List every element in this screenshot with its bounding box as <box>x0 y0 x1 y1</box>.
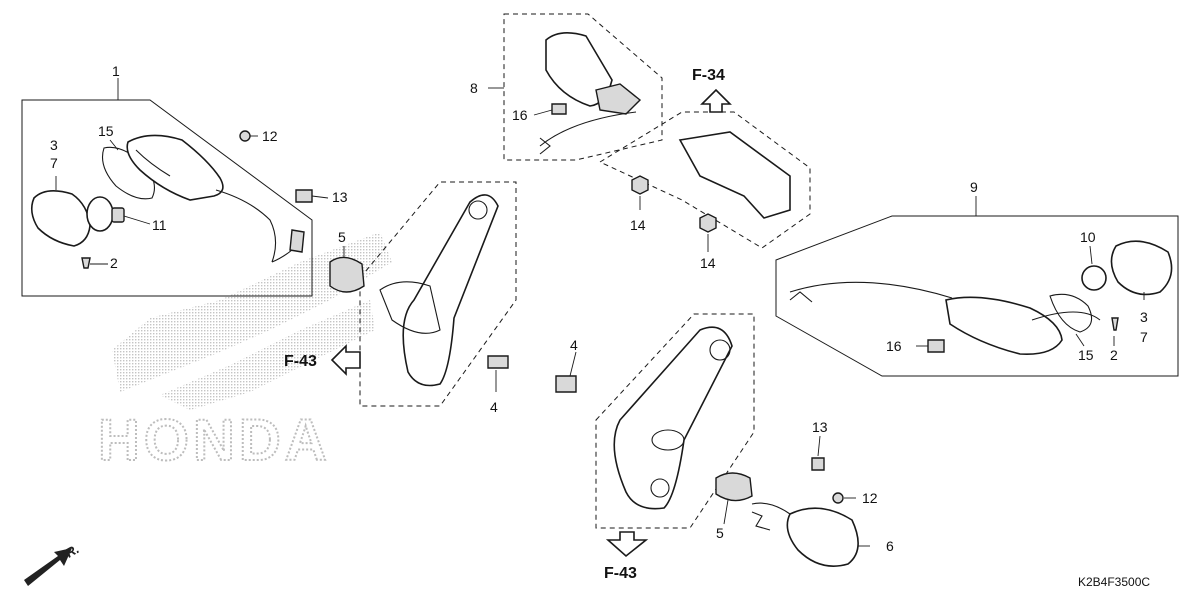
assembly-1-outline <box>21 99 313 297</box>
callout-12: 12 <box>262 128 278 144</box>
winker-lower-group <box>715 457 859 567</box>
bulb-base-part <box>111 207 125 223</box>
screw-16-part <box>551 103 567 115</box>
callout-4b: 4 <box>570 337 578 353</box>
bracket-outline <box>598 111 811 249</box>
callout-16: 16 <box>512 107 528 123</box>
gasket-right-part <box>1049 293 1093 333</box>
housing-part <box>126 134 224 201</box>
stay-lower-part <box>613 326 733 510</box>
callout-16b: 16 <box>886 338 902 354</box>
callout-8: 8 <box>470 80 478 96</box>
wire-part <box>215 189 277 263</box>
callout-labels: 1 3 7 15 11 2 12 13 5 4 8 16 14 14 9 10 … <box>50 63 1148 554</box>
stay-lower-group <box>555 313 755 529</box>
callout-4: 4 <box>490 399 498 415</box>
callout-14b: 14 <box>700 255 716 271</box>
callout-6: 6 <box>886 538 894 554</box>
leader-lines <box>55 87 1145 547</box>
callout-2b: 2 <box>1110 347 1118 363</box>
rubber-part <box>329 256 365 293</box>
stay-left-group <box>329 181 517 407</box>
front-direction-label: FR. <box>56 541 82 564</box>
reference-arrows <box>24 88 732 586</box>
callout-1: 1 <box>112 63 120 79</box>
callout-7: 7 <box>50 155 58 171</box>
bulb-right-part <box>1081 265 1107 291</box>
callout-13: 13 <box>332 189 348 205</box>
screw-4-part <box>487 355 509 369</box>
lens-part <box>30 190 91 247</box>
callout-11: 11 <box>152 217 167 233</box>
arrow-down-icon <box>605 531 649 558</box>
callout-14: 14 <box>630 217 646 233</box>
nut-part <box>631 175 649 195</box>
clip-13b-part <box>811 457 825 471</box>
callout-3b: 3 <box>1140 309 1148 325</box>
bolt-part <box>239 130 251 142</box>
callout-15b: 15 <box>1078 347 1094 363</box>
bracket-part <box>678 131 791 219</box>
screw-16b-part <box>927 339 945 353</box>
callout-9: 9 <box>970 179 978 195</box>
clip-part <box>295 189 313 203</box>
connector-part <box>289 229 305 253</box>
watermark-wordmark: HONDA <box>98 408 331 473</box>
callout-15: 15 <box>98 123 114 139</box>
callout-10: 10 <box>1080 229 1096 245</box>
diagram-code: K2B4F3500C <box>1078 575 1150 589</box>
bulb-part <box>86 196 114 232</box>
callout-7b: 7 <box>1140 329 1148 345</box>
wire-right-part <box>789 281 953 299</box>
reference-f43-bottom: F-43 <box>604 565 637 582</box>
screw-2b-part <box>1111 317 1119 331</box>
callout-2: 2 <box>110 255 118 271</box>
assembly-9-outline <box>775 215 1179 377</box>
callout-13b: 13 <box>812 419 828 435</box>
housing-right-part <box>945 296 1063 356</box>
callout-5: 5 <box>338 229 346 245</box>
figure-references: F-34 F-43 F-43 <box>284 67 725 582</box>
callout-12b: 12 <box>862 490 878 506</box>
rubber-5b-part <box>715 472 753 502</box>
stay-lower-outline <box>595 313 755 529</box>
assembly-8-outline <box>503 13 663 161</box>
honda-watermark: HONDA <box>97 232 392 474</box>
front-direction-arrow-icon <box>24 548 72 586</box>
arrow-up-icon <box>700 88 732 113</box>
stay-left-outline <box>359 181 517 407</box>
winker-6-part <box>786 507 859 567</box>
screw-4b-part <box>555 375 577 393</box>
bolt-12b-part <box>832 492 844 504</box>
assembly-9-group <box>775 196 1179 377</box>
screw-part <box>81 257 91 269</box>
reference-f34: F-34 <box>692 67 725 84</box>
stay-left-part <box>402 194 499 387</box>
lens-right-part <box>1110 240 1173 296</box>
assembly-8-group <box>503 13 811 249</box>
callout-5b: 5 <box>716 525 724 541</box>
assembly-1-group <box>21 78 313 297</box>
reference-f43-left: F-43 <box>284 353 317 370</box>
nut-part-2 <box>699 213 717 233</box>
arrow-left-icon <box>330 344 361 376</box>
callout-3: 3 <box>50 137 58 153</box>
